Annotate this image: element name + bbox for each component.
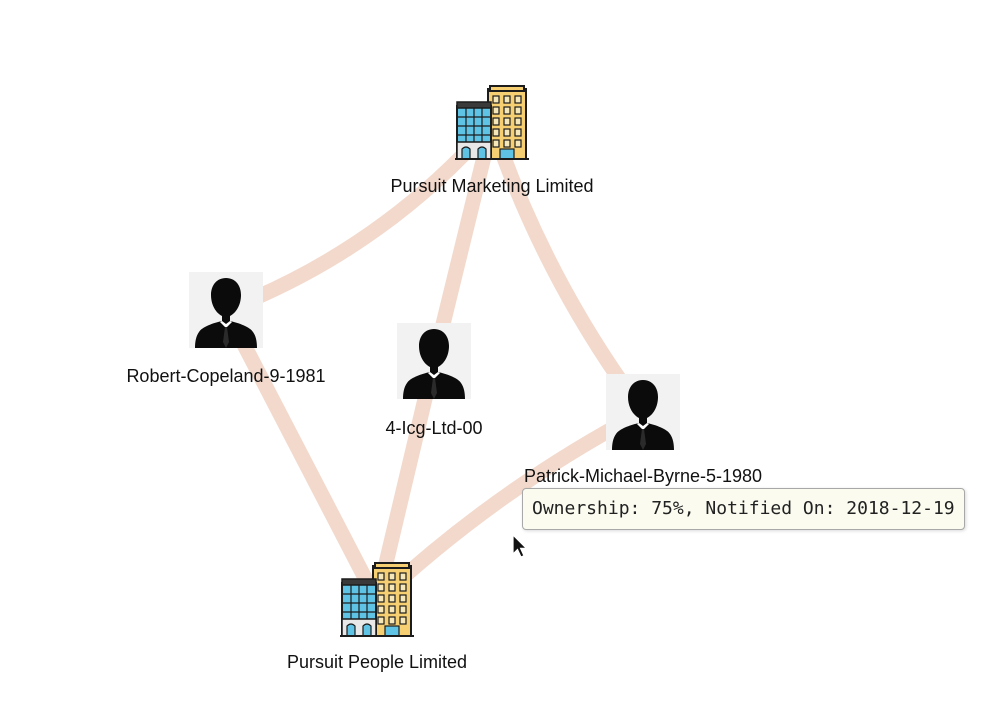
mouse-pointer-icon bbox=[512, 534, 528, 558]
node-label-rc: Robert-Copeland-9-1981 bbox=[126, 366, 326, 386]
node-label-pml: Pursuit Marketing Limited bbox=[390, 176, 594, 196]
edge-tooltip: Ownership: 75%, Notified On: 2018-12-19 bbox=[522, 488, 965, 530]
node-ppl-building-icon[interactable] bbox=[339, 562, 415, 637]
edge-pml-pmb[interactable] bbox=[484, 116, 651, 420]
node-rc-person-silhouette-icon[interactable] bbox=[189, 272, 263, 348]
node-pml-building-icon[interactable] bbox=[454, 85, 530, 160]
node-icg-person-silhouette-icon[interactable] bbox=[397, 323, 471, 399]
node-pmb-person-silhouette-icon[interactable] bbox=[606, 374, 680, 450]
node-label-pmb: Patrick-Michael-Byrne-5-1980 bbox=[523, 466, 763, 486]
node-label-ppl: Pursuit People Limited bbox=[286, 652, 468, 672]
node-label-icg: 4-Icg-Ltd-00 bbox=[385, 418, 483, 438]
edge-rc-ppl[interactable] bbox=[218, 302, 385, 609]
